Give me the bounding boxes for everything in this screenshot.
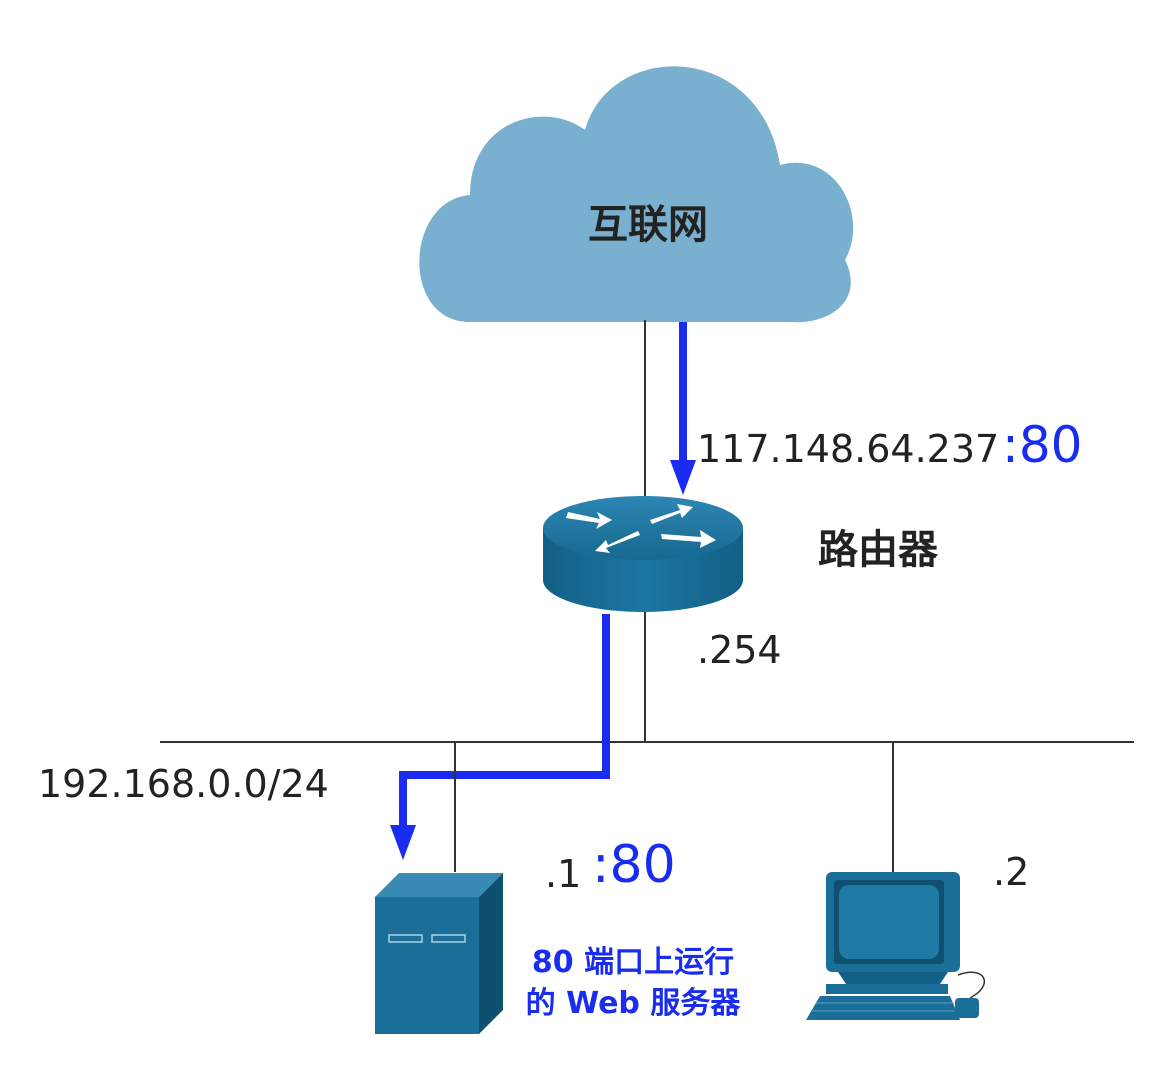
router-label: 路由器 bbox=[818, 527, 939, 573]
router-icon bbox=[543, 496, 743, 612]
computer-icon bbox=[806, 872, 985, 1020]
forward-flow-arrow bbox=[390, 614, 610, 860]
inbound-flow-arrow bbox=[670, 322, 696, 495]
router-wan-port: :80 bbox=[1002, 416, 1082, 474]
router-wan-ip: 117.148.64.237 bbox=[697, 427, 999, 471]
cloud-label: 互联网 bbox=[588, 202, 708, 248]
lan-subnet-label: 192.168.0.0/24 bbox=[38, 762, 329, 806]
router-lan-ip: .254 bbox=[697, 628, 782, 672]
workstation-ip: .2 bbox=[993, 850, 1029, 894]
server-ip: .1 bbox=[545, 852, 581, 896]
cloud-icon bbox=[419, 66, 854, 323]
server-icon bbox=[375, 873, 503, 1034]
server-caption-line1: 80 端口上运行 bbox=[532, 945, 734, 980]
server-caption-line2: 的 Web 服务器 bbox=[526, 986, 742, 1021]
server-port: :80 bbox=[592, 835, 676, 895]
